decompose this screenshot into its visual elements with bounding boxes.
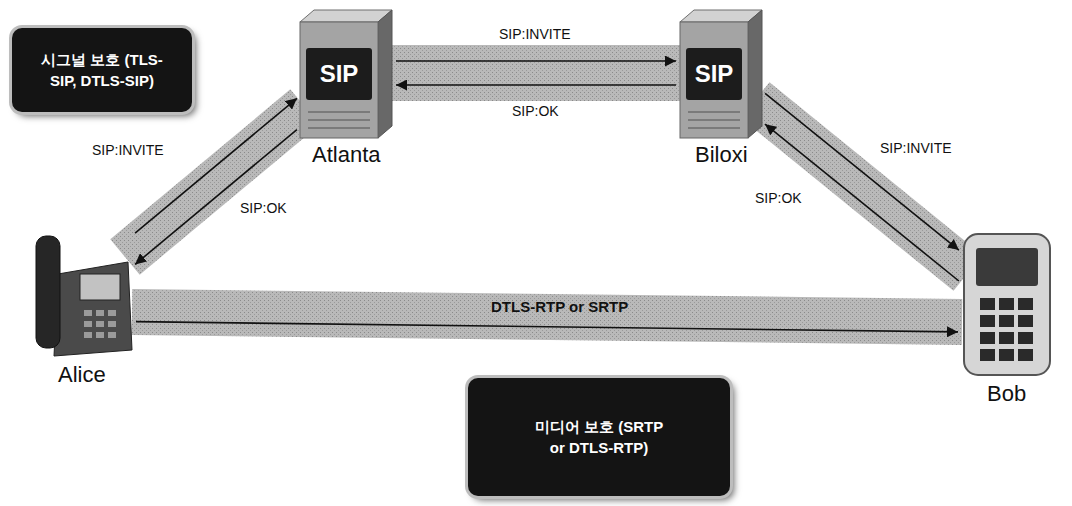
message-arrow — [136, 322, 958, 332]
mobile-screen — [976, 248, 1038, 286]
mobile-key — [1018, 349, 1033, 361]
edge-label: SIP:INVITE — [880, 140, 952, 156]
sip-server: SIPBiloxi — [680, 8, 762, 138]
server-front — [680, 22, 748, 138]
deskphone-icon — [32, 228, 132, 358]
node-name: Alice — [58, 362, 106, 387]
server-side — [378, 10, 392, 138]
phone-key — [84, 310, 92, 316]
sip-server: SIPAtlanta — [300, 8, 392, 138]
phone-key — [96, 332, 104, 338]
logo-text: SIP — [686, 48, 742, 100]
node-name: Biloxi — [695, 142, 748, 167]
mobile-body — [964, 234, 1050, 375]
callout-box: 미디어 보호 (SRTP or DTLS-RTP) — [468, 378, 730, 496]
signal-band — [755, 100, 968, 273]
phone-key — [84, 321, 92, 327]
server-top — [300, 10, 392, 22]
desk-phone: Alice — [32, 228, 132, 358]
edge-label: SIP:INVITE — [499, 26, 571, 42]
server-vent — [308, 119, 370, 121]
message-arrow — [396, 60, 676, 62]
callout-text: 시그널 보호 (TLS-SIP, DTLS-SIP) — [36, 49, 168, 91]
server-vent — [308, 127, 370, 129]
phone-key — [84, 332, 92, 338]
server-panel — [306, 48, 372, 100]
phone-key — [108, 310, 116, 316]
mobile-key — [999, 332, 1014, 344]
server-vent — [688, 127, 740, 129]
server-front — [300, 22, 378, 138]
server-vent — [688, 111, 740, 113]
logo-text: SIP — [306, 48, 372, 100]
edge-label: DTLS-RTP or SRTP — [491, 298, 628, 315]
phone-screen — [80, 274, 120, 300]
mobile-key — [999, 315, 1014, 327]
server-panel — [686, 48, 742, 100]
phone-key — [108, 332, 116, 338]
message-arrow — [765, 93, 959, 250]
edge-label: SIP:OK — [512, 103, 559, 119]
phone-key — [108, 321, 116, 327]
node-name: Atlanta — [312, 142, 381, 167]
server-vent — [688, 119, 740, 121]
phone-handset — [36, 236, 60, 348]
mobile-phone: Bob — [962, 232, 1052, 377]
server-vent — [308, 111, 370, 113]
mobile-key — [999, 298, 1014, 310]
edge-label: SIP:OK — [240, 200, 287, 216]
callout-text: 미디어 보호 (SRTP or DTLS-RTP) — [528, 416, 670, 458]
signal-band — [392, 45, 680, 101]
mobile-icon — [962, 232, 1052, 377]
mobile-key — [1018, 298, 1033, 310]
mobile-key — [980, 298, 995, 310]
mobile-key — [980, 349, 995, 361]
message-arrow — [135, 98, 297, 233]
phone-body — [54, 262, 132, 356]
node-name: Bob — [987, 381, 1026, 406]
mobile-key — [1018, 315, 1033, 327]
edge-label: SIP:OK — [755, 190, 802, 206]
phone-key — [96, 310, 104, 316]
edge-label: SIP:INVITE — [92, 142, 164, 158]
callout-box: 시그널 보호 (TLS-SIP, DTLS-SIP) — [12, 28, 192, 112]
server-side — [748, 10, 762, 138]
message-arrow — [396, 84, 676, 86]
mobile-key — [999, 349, 1014, 361]
phone-key — [96, 321, 104, 327]
signal-band — [125, 107, 305, 257]
mobile-key — [980, 332, 995, 344]
mobile-key — [980, 315, 995, 327]
mobile-key — [1018, 332, 1033, 344]
